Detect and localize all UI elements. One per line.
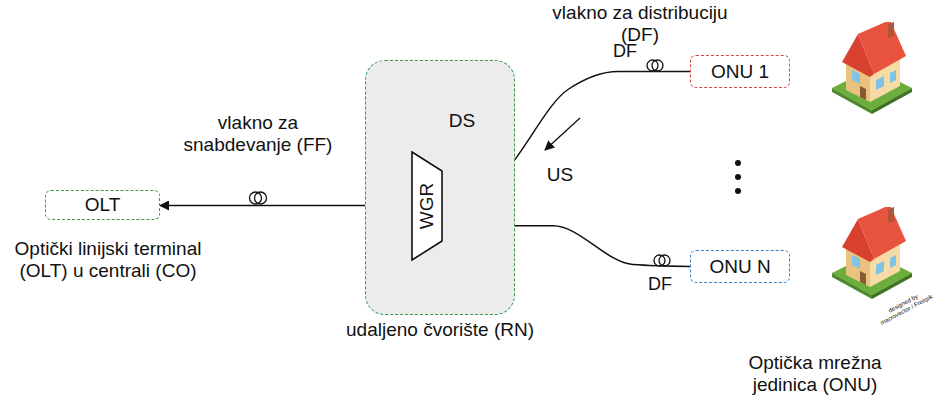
- unit-box: ONU N: [690, 250, 790, 283]
- node-text: OLT: [85, 194, 121, 216]
- node-text: ONU 1: [711, 61, 769, 83]
- unit-box: ONU 1: [690, 55, 790, 88]
- fiber-label: vlakno za distribuciju (DF): [550, 2, 730, 46]
- node-text: udaljeno čvorište (RN): [346, 319, 534, 341]
- remote-node-region: udaljeno čvorište (RN)WGR: [365, 60, 515, 315]
- direction-label: DS: [442, 110, 482, 132]
- router-trapezoid: WGR: [411, 151, 443, 261]
- ellipsis-dots: [735, 160, 741, 194]
- node-text: ONU N: [709, 256, 770, 278]
- house-icon: [832, 20, 912, 114]
- fiber-tag: DF: [640, 274, 680, 295]
- house-icon: [832, 205, 912, 299]
- description-label: Optički linijski terminal (OLT) u centra…: [13, 238, 203, 282]
- terminal-box: OLT: [45, 190, 160, 220]
- fiber-label: vlakno za snabdevanje (FF): [168, 112, 348, 156]
- node-text: WGR: [416, 183, 438, 229]
- fiber-tag: DF: [605, 41, 645, 62]
- watermark: designed by macrovector / Freepik: [875, 287, 934, 327]
- description-label: Optička mrežna jedinica (ONU): [733, 352, 898, 396]
- direction-label: US: [540, 164, 580, 186]
